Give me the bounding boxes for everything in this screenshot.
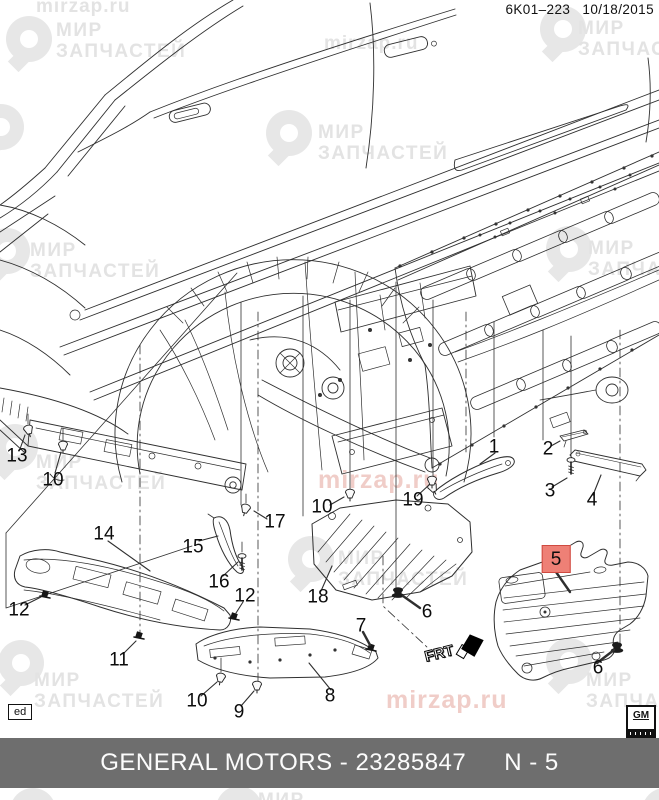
watermark-logo xyxy=(288,536,334,582)
part-15-bracket xyxy=(207,513,245,574)
callout-10-c: 10 xyxy=(186,690,208,712)
callout-10-a: 10 xyxy=(42,469,64,491)
watermark-logo xyxy=(0,640,44,686)
watermark-brand: МИР ЗАПЧАСТЕЙ xyxy=(588,238,659,280)
footer-bar: GENERAL MOTORS - 23285847 N - 5 xyxy=(0,738,659,788)
callout-12-b: 12 xyxy=(234,585,256,607)
watermark-logo xyxy=(10,788,56,800)
watermark-logo xyxy=(642,788,659,800)
frt-label: FRT xyxy=(422,641,456,666)
gm-logo-band xyxy=(628,729,654,737)
watermark-logo xyxy=(6,16,52,62)
part-8-shield xyxy=(195,626,379,679)
callout-16: 16 xyxy=(208,571,230,593)
callout-1: 1 xyxy=(488,436,500,458)
callout-13: 13 xyxy=(6,445,28,467)
callout-8: 8 xyxy=(324,685,336,707)
watermark-brand: МИР ЗАПЧАСТЕЙ xyxy=(578,18,659,60)
watermark-brand: МИР ЗАПЧАСТЕЙ xyxy=(30,240,161,282)
diagram-line-art xyxy=(0,0,659,707)
footer-page-ref: N - 5 xyxy=(504,749,559,776)
callout-6-a: 6 xyxy=(421,601,433,623)
frt-direction-indicator: FRT xyxy=(421,627,491,672)
document-date: 10/18/2015 xyxy=(582,2,654,17)
push-pin-10 xyxy=(345,488,355,502)
watermark-brand-line1: МИР xyxy=(56,20,103,41)
car-body xyxy=(0,0,659,401)
part-5-shield xyxy=(493,540,649,681)
clip-11 xyxy=(133,630,145,640)
gm-logo-text: GM xyxy=(632,710,650,721)
callout-3: 3 xyxy=(544,480,556,502)
callout-4: 4 xyxy=(586,489,598,511)
callout-2: 2 xyxy=(542,438,554,460)
watermark-logo xyxy=(546,226,592,272)
callout-5-highlighted: 5 xyxy=(541,545,571,573)
document-header: 6K01–223 10/18/2015 xyxy=(498,2,655,17)
front-bumper xyxy=(0,387,247,491)
footer-title: GENERAL MOTORS - 23285847 xyxy=(100,749,467,776)
watermark-logo xyxy=(266,110,312,156)
part-14-deflector xyxy=(13,549,231,631)
watermark-site: mirzap.ru xyxy=(386,686,508,714)
edition-stamp: ed xyxy=(8,704,33,720)
part-2-bracket xyxy=(559,429,589,448)
watermark-brand: МИР ЗАПЧАСТЕЙ xyxy=(36,452,167,494)
fasteners xyxy=(22,413,624,694)
watermark-site: mirzap.ru xyxy=(318,466,440,494)
watermark-brand: МИР ЗАПЧАСТЕЙ xyxy=(34,670,165,712)
watermark-logo xyxy=(546,638,592,684)
part-1-brace xyxy=(426,456,515,500)
reference-lines xyxy=(5,272,621,685)
watermark-site: mirzap.ru xyxy=(324,33,419,54)
push-pin-10 xyxy=(214,671,227,687)
callout-15: 15 xyxy=(182,536,204,558)
screw-3 xyxy=(566,456,576,475)
wheel-arch xyxy=(69,256,472,494)
watermark-logo xyxy=(540,6,586,52)
callout-18: 18 xyxy=(307,586,329,608)
leader-lines xyxy=(19,434,616,707)
callout-7: 7 xyxy=(355,615,367,637)
callout-17: 17 xyxy=(264,511,286,533)
callout-10-b: 10 xyxy=(311,496,333,518)
watermark-site: mirzap.ru xyxy=(36,0,131,17)
callout-12-a: 12 xyxy=(8,599,30,621)
gm-logo: GM xyxy=(626,705,656,739)
suspension-parts xyxy=(249,265,477,475)
frt-arrow-icon xyxy=(455,634,484,660)
watermark-brand: МИР ЗАПЧАСТЕЙ xyxy=(318,122,449,164)
part-4-bar xyxy=(569,449,647,482)
callout-14: 14 xyxy=(93,523,115,545)
part-18-shield xyxy=(311,499,473,601)
callout-11: 11 xyxy=(109,649,129,671)
callout-6-b: 6 xyxy=(592,657,604,679)
watermark-logo xyxy=(216,786,262,800)
callout-19: 19 xyxy=(402,489,424,511)
document-code: 6K01–223 xyxy=(505,2,571,17)
watermark-brand: МИР xyxy=(258,790,305,800)
push-pin-10 xyxy=(58,440,68,454)
underbody-floor-pan xyxy=(394,151,659,469)
callout-9: 9 xyxy=(233,701,245,723)
